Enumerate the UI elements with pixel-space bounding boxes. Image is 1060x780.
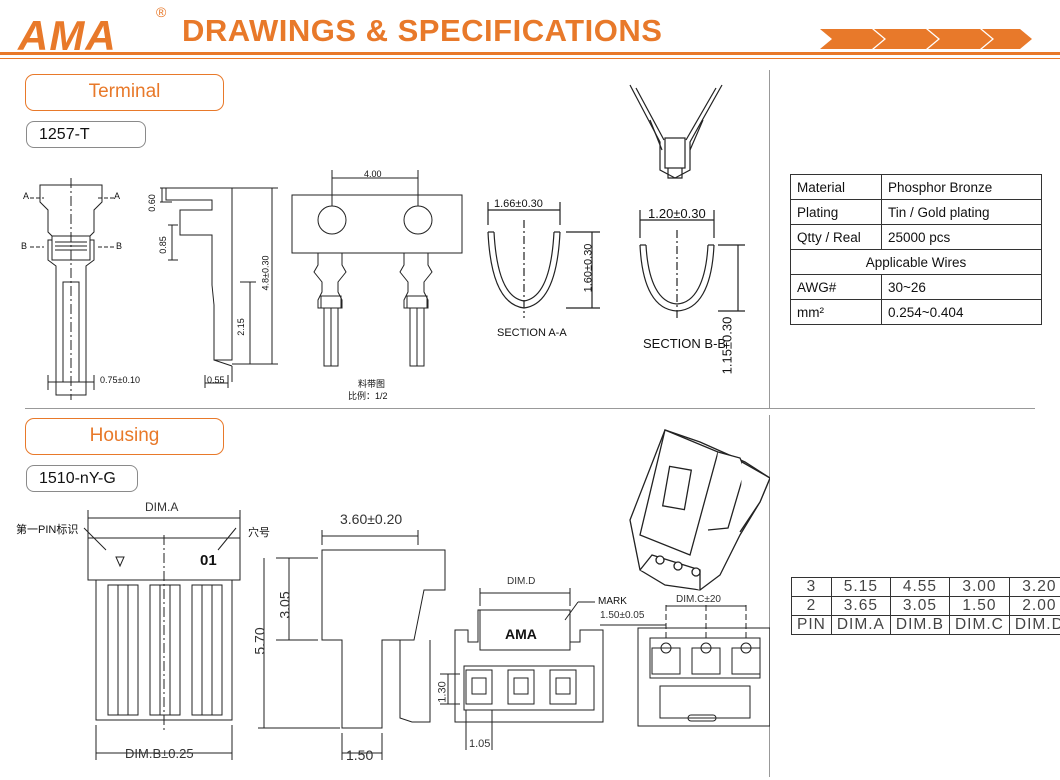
housing-part-number: 1510-nY-G xyxy=(26,465,138,492)
section-bb-width: 1.20±0.30 xyxy=(648,206,706,221)
section-bb-height: 1.15±0.30 xyxy=(719,316,735,375)
brand-logo: AMA xyxy=(18,12,117,59)
dim-label: 1.50 xyxy=(346,747,374,763)
table-row: 3 5.15 4.55 3.00 3.20 xyxy=(791,577,1060,597)
hole-number-label: 穴号 xyxy=(248,527,270,539)
pin1-mark-label: 第一PIN标识 xyxy=(16,524,79,536)
spec-label: AWG# xyxy=(790,274,882,300)
dim-label: 2.15 xyxy=(235,318,246,336)
terminal-3d-view xyxy=(629,84,723,179)
table-cell: PIN xyxy=(791,615,832,635)
housing-bottom-view xyxy=(600,605,770,727)
dim-label: A xyxy=(23,191,30,201)
dim-label: 4.8±0.30 xyxy=(260,255,271,291)
table-cell: DIM.D xyxy=(1008,615,1060,635)
table-cell: 2 xyxy=(791,596,832,616)
reel-scale-note: 比例：1/2 xyxy=(348,391,388,401)
dim-label: B xyxy=(116,241,123,251)
table-cell: 3 xyxy=(791,577,832,597)
spec-label: Material xyxy=(790,174,882,200)
hole-number-mark: 01 xyxy=(200,552,217,569)
table-row: 2 3.65 3.05 1.50 2.00 xyxy=(791,596,1060,616)
reel-note: 料带图 xyxy=(358,379,386,389)
spec-label: Qtty / Real xyxy=(790,224,882,250)
divider-horizontal xyxy=(25,408,1035,409)
terminal-drawing xyxy=(30,84,745,400)
dim-label: 3.05 xyxy=(276,591,293,619)
page-title: DRAWINGS & SPECIFICATIONS xyxy=(182,13,663,48)
dim-label: DIM.D xyxy=(507,576,536,587)
table-cell: 2.00 xyxy=(1008,596,1060,616)
housing-side-view xyxy=(258,530,446,760)
spec-label: mm² xyxy=(790,299,882,325)
spec-value: Tin / Gold plating xyxy=(881,199,1042,225)
housing-front-view xyxy=(83,510,241,760)
table-cell: 3.20 xyxy=(1008,577,1060,597)
header-rule xyxy=(0,52,1060,55)
ama-mark: AMA xyxy=(505,626,537,642)
section-bb-drawing xyxy=(639,210,745,320)
housing-3d-view xyxy=(629,429,770,591)
dim-label: B xyxy=(21,241,28,251)
table-cell: 5.15 xyxy=(830,577,891,597)
dim-label: 0.60 xyxy=(146,194,157,212)
section-bb-label: SECTION B-B xyxy=(643,336,727,351)
dim-label: 1.30 xyxy=(436,681,449,703)
table-row: PIN DIM.A DIM.B DIM.C DIM.D xyxy=(791,615,1060,635)
spec-row: AWG#30~26 xyxy=(790,274,1042,300)
table-cell: 4.55 xyxy=(889,577,950,597)
dim-label: A xyxy=(114,191,121,201)
terminal-side-view xyxy=(160,187,278,388)
section-housing-label: Housing xyxy=(25,418,224,455)
table-cell: 1.50 xyxy=(948,596,1010,616)
spec-value: 30~26 xyxy=(881,274,1042,300)
dim-label: 3.60±0.20 xyxy=(340,511,403,527)
section-aa-label: SECTION A-A xyxy=(497,327,567,339)
dim-label: DIM.C±20 xyxy=(676,594,721,605)
housing-rear-view xyxy=(440,588,604,750)
spec-value: 25000 pcs xyxy=(881,224,1042,250)
divider-vertical-top xyxy=(769,70,770,408)
spec-label: Plating xyxy=(790,199,882,225)
table-cell: DIM.A xyxy=(830,615,891,635)
table-cell: 3.65 xyxy=(830,596,891,616)
table-cell: 3.00 xyxy=(948,577,1010,597)
mark-label: MARK xyxy=(598,596,627,607)
spec-value: Phosphor Bronze xyxy=(881,174,1042,200)
dim-label: 4.00 xyxy=(364,169,382,179)
divider-vertical-bottom xyxy=(769,415,770,777)
table-cell: DIM.C xyxy=(948,615,1010,635)
section-aa-drawing xyxy=(487,202,600,318)
dim-label: 0.75±0.10 xyxy=(100,375,140,385)
dimension-table: 3 5.15 4.55 3.00 3.20 2 3.65 3.05 1.50 2… xyxy=(791,577,1060,635)
registered-mark: ® xyxy=(156,4,167,20)
spec-row: Applicable Wires xyxy=(790,249,1042,275)
dim-label: DIM.B±0.25 xyxy=(125,746,194,761)
terminal-part-number: 1257-T xyxy=(26,121,146,148)
spec-section-header: Applicable Wires xyxy=(790,249,1042,275)
spec-value: 0.254~0.404 xyxy=(881,299,1042,325)
dim-label: 0.55 xyxy=(207,375,225,385)
arrows-icon xyxy=(820,29,1032,49)
dim-label: 5.70 xyxy=(251,627,268,655)
housing-drawing xyxy=(83,429,770,760)
dim-label: DIM.A xyxy=(145,500,179,514)
table-cell: 3.05 xyxy=(889,596,950,616)
terminal-front-view xyxy=(30,178,114,400)
dim-label: 1.50±0.05 xyxy=(600,610,645,621)
terminal-reel-strip xyxy=(291,170,463,367)
section-aa-height: 1.60±0.30 xyxy=(582,243,595,293)
section-terminal-label: Terminal xyxy=(25,74,224,111)
dim-label: 0.85 xyxy=(157,236,168,254)
dim-label: 1.05 xyxy=(469,738,491,750)
table-cell: DIM.B xyxy=(889,615,950,635)
header-rule-thin xyxy=(0,58,1060,59)
section-aa-width: 1.66±0.30 xyxy=(494,198,543,210)
